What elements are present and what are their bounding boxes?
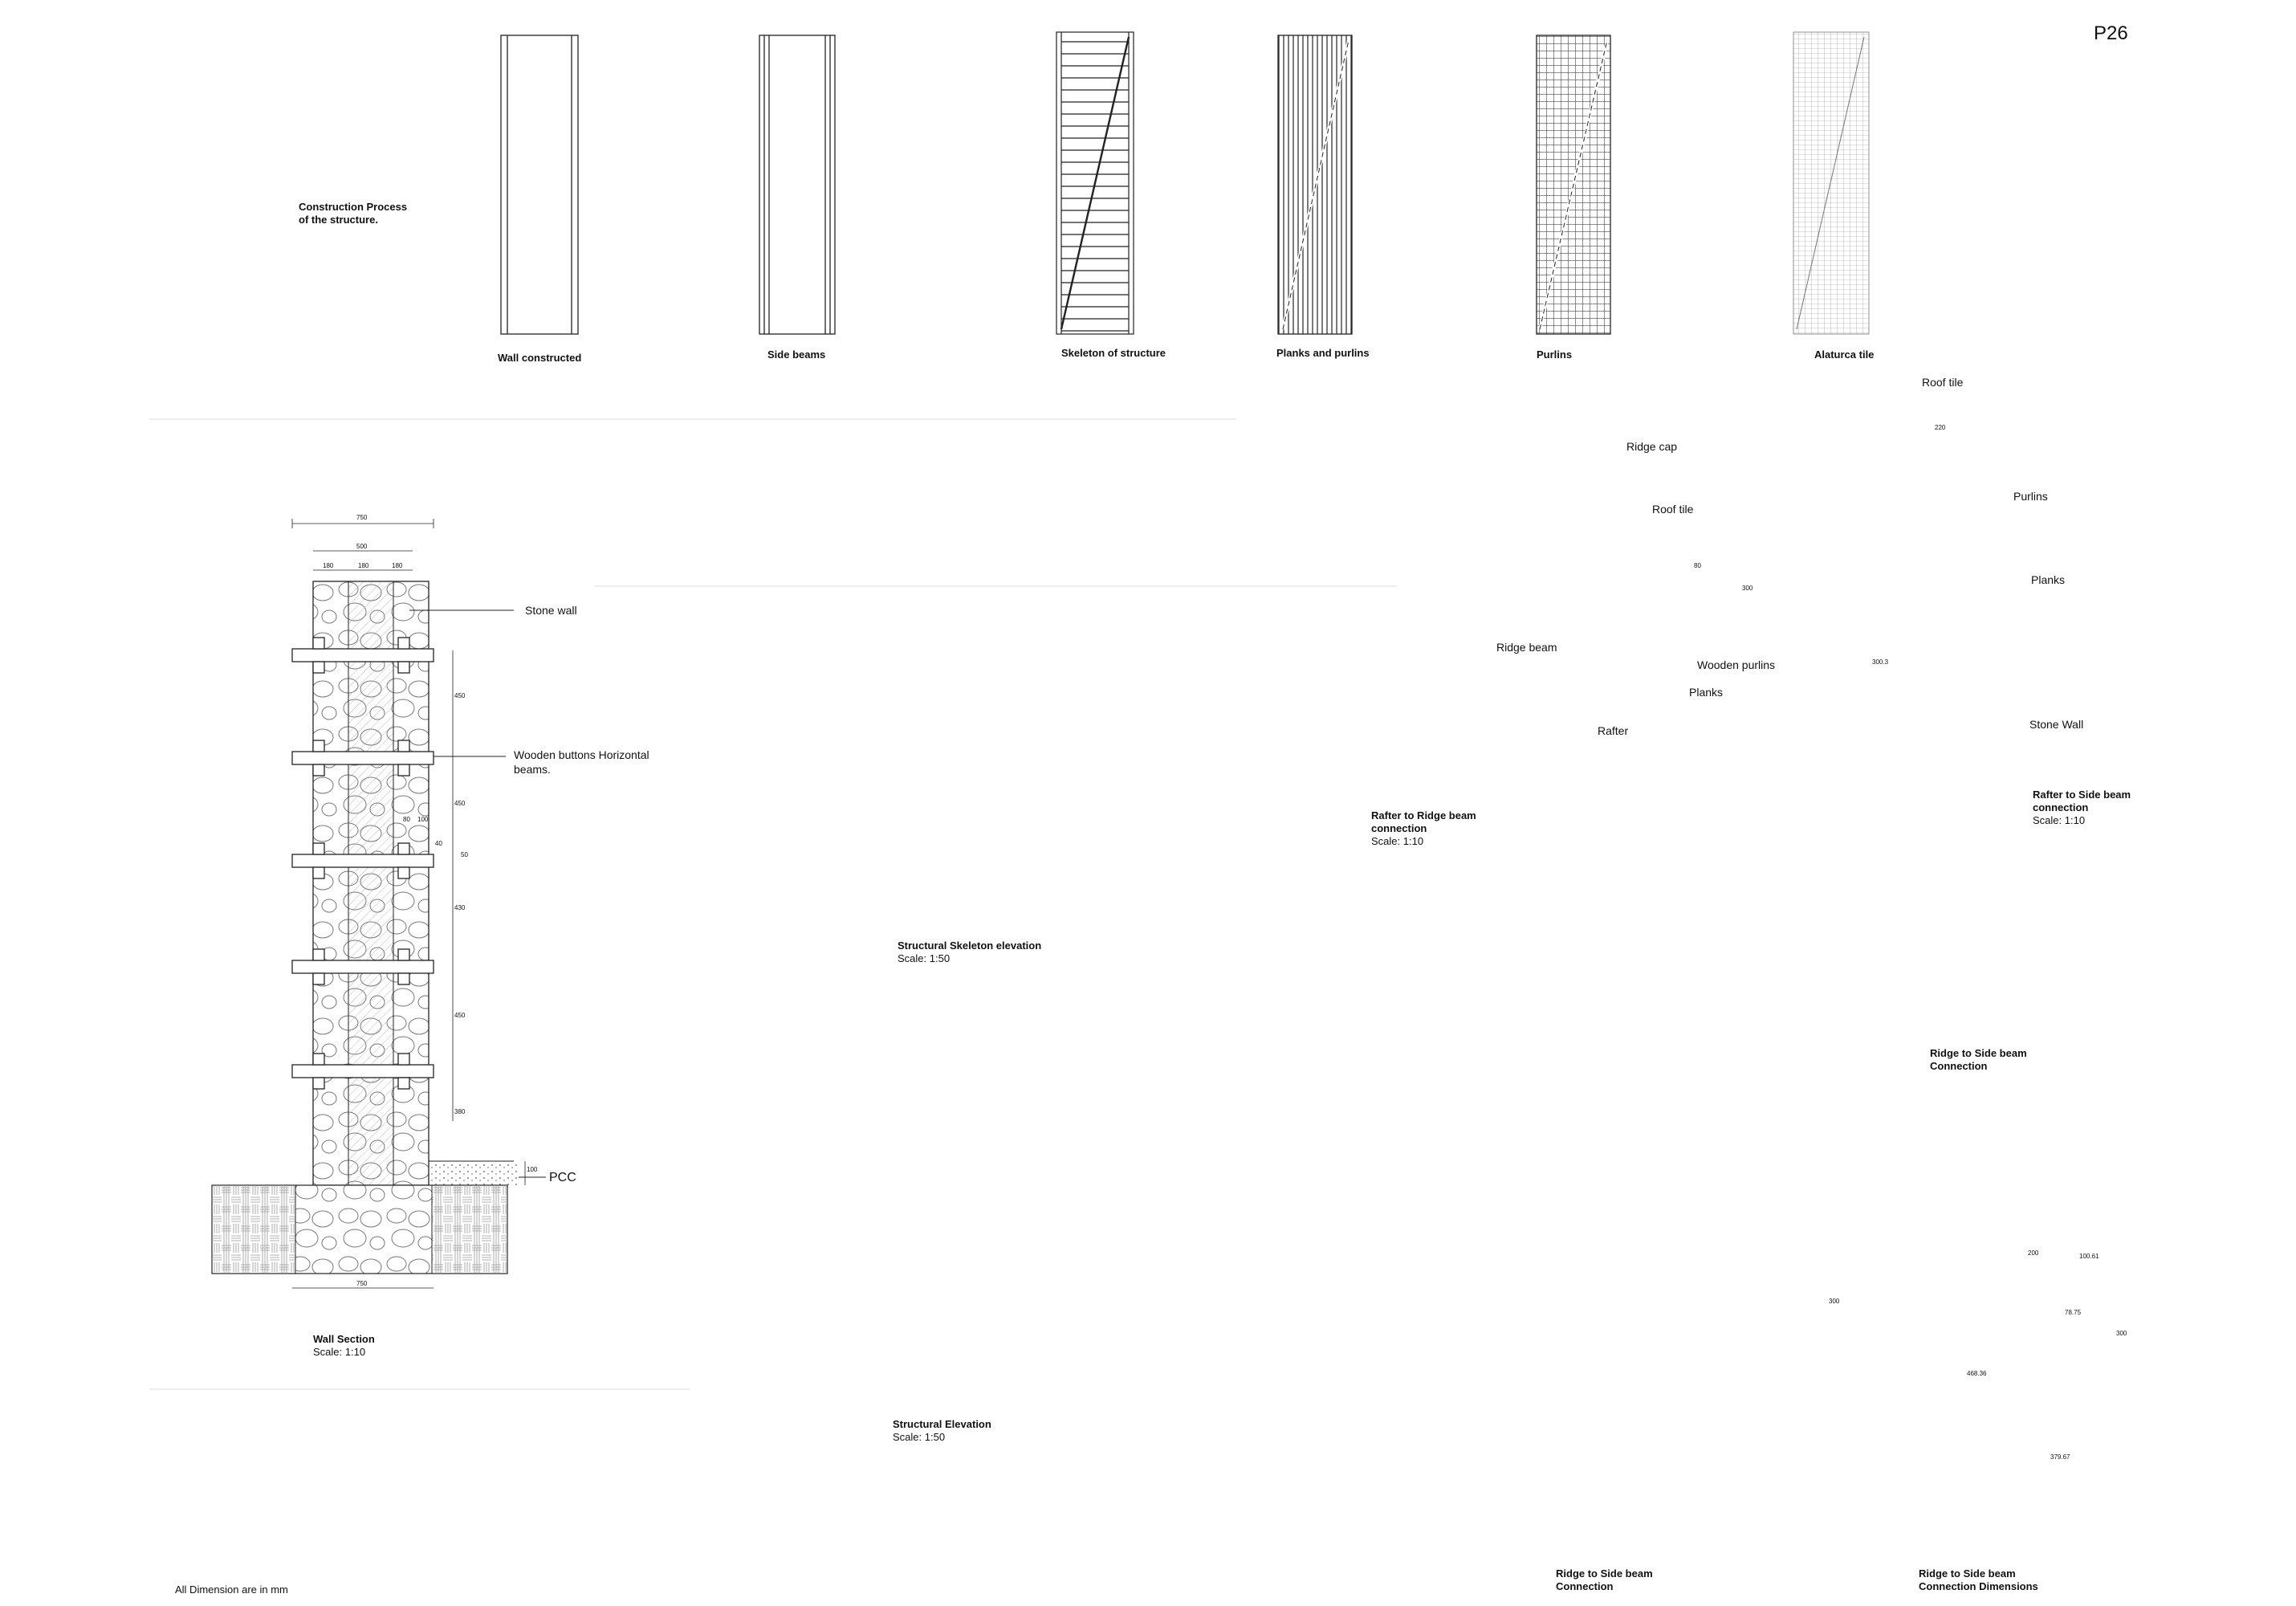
iso-dim-c: 100.61 — [2079, 1253, 2099, 1260]
wall-section-title: Wall Section Scale: 1:10 — [313, 1333, 375, 1359]
iso-main-title: Ridge to Side beam Connection — [1930, 1047, 2027, 1073]
iso-dim-e: 300 — [2116, 1330, 2127, 1337]
step-label-purlins: Purlins — [1537, 349, 1573, 361]
construction-process-title-line2: of the structure. — [299, 214, 378, 226]
ridge-connection-title: Rafter to Ridge beam connection Scale: 1… — [1371, 809, 1476, 848]
construction-process-title-line1: Construction Process — [299, 201, 408, 213]
wall-dim-bottom: 750 — [356, 1280, 368, 1287]
skeleton-elevation-title-text: Structural Skeleton elevation — [898, 940, 1042, 952]
wall-dim-v2: 450 — [454, 800, 466, 807]
iso-main-title-line1: Ridge to Side beam — [1930, 1047, 2027, 1059]
step-label-planks: Planks and purlins — [1276, 347, 1370, 359]
ridge-dim-2: 300 — [1742, 585, 1753, 592]
ridge-label-rafter: Rafter — [1598, 724, 1629, 737]
ridge-label-wooden-purlins: Wooden purlins — [1697, 658, 1776, 671]
side-beam-title-line2: connection — [2033, 801, 2089, 813]
side-dim-2: 300.3 — [1872, 658, 1889, 666]
separator-lines — [149, 418, 1397, 1390]
wall-dim-p2: 180 — [358, 562, 369, 569]
wall-dim-small4: 50 — [461, 851, 468, 858]
wall-label-beams-1: Wooden buttons Horizontal — [514, 748, 649, 761]
wall-dim-pcc: 100 — [527, 1166, 538, 1173]
iso-dim-d: 78.75 — [2065, 1309, 2082, 1316]
ridge-label-roof-tile: Roof tile — [1652, 503, 1694, 516]
side-beam-scale: Scale: 1:10 — [2033, 814, 2086, 826]
process-step-purlins — [1536, 35, 1611, 335]
wall-section-scale: Scale: 1:10 — [313, 1346, 366, 1358]
ridge-connection-title-line1: Rafter to Ridge beam — [1371, 809, 1476, 821]
side-label-roof-tile: Roof tile — [1922, 376, 1964, 389]
iso-dim-g: 379.67 — [2050, 1453, 2070, 1461]
structural-elevation-title-text: Structural Elevation — [893, 1418, 991, 1430]
side-label-stone-wall: Stone Wall — [2029, 718, 2084, 731]
page-number: P26 — [2094, 22, 2128, 44]
wall-section-title-text: Wall Section — [313, 1333, 375, 1345]
wall-dim-small3: 40 — [435, 840, 442, 847]
construction-process-title: Construction Process of the structure. — [299, 201, 407, 226]
skeleton-elevation-title: Structural Skeleton elevation Scale: 1:5… — [898, 940, 1041, 965]
wall-label-stone-wall: Stone wall — [525, 604, 577, 617]
iso-dim-a: 300 — [1829, 1298, 1840, 1305]
skeleton-elevation-scale: Scale: 1:50 — [898, 952, 951, 964]
ridge-connection-title-line2: connection — [1371, 822, 1427, 834]
ridge-dim-1: 80 — [1694, 562, 1701, 569]
side-beam-connection-title: Rafter to Side beam connection Scale: 1:… — [2033, 789, 2131, 827]
structural-elevation-title: Structural Elevation Scale: 1:50 — [893, 1418, 991, 1444]
side-beam-title-line1: Rafter to Side beam — [2033, 789, 2131, 801]
ridge-label-planks: Planks — [1689, 686, 1724, 699]
dimension-note: All Dimension are in mm — [175, 1584, 288, 1596]
wall-dim-inner: 500 — [356, 543, 368, 550]
wall-dim-overall: 750 — [356, 514, 368, 521]
step-label-wall: Wall constructed — [498, 352, 582, 364]
wall-dim-v5: 380 — [454, 1108, 466, 1115]
iso-dims-title-line2: Connection Dimensions — [1919, 1580, 2038, 1592]
ridge-connection-scale: Scale: 1:10 — [1371, 835, 1424, 847]
process-step-skeleton — [1056, 31, 1134, 335]
iso-dims-title: Ridge to Side beam Connection Dimensions — [1919, 1567, 2038, 1593]
side-label-purlins: Purlins — [2013, 490, 2048, 503]
wall-section-drawing — [211, 519, 546, 1289]
side-dim-1: 220 — [1935, 424, 1946, 431]
step-label-side-beams: Side beams — [767, 349, 826, 361]
iso-dim-b: 200 — [2028, 1249, 2039, 1257]
step-label-skeleton: Skeleton of structure — [1061, 347, 1166, 359]
iso-dim-f: 468.36 — [1967, 1370, 1987, 1377]
iso-detail-title: Ridge to Side beam Connection — [1556, 1567, 1653, 1593]
wall-dim-small1: 80 — [403, 816, 410, 823]
step-label-tile: Alaturca tile — [1814, 349, 1875, 361]
wall-dim-p3: 180 — [392, 562, 403, 569]
process-step-wall — [500, 35, 579, 335]
wall-dim-p1: 180 — [323, 562, 334, 569]
structural-elevation-scale: Scale: 1:50 — [893, 1431, 946, 1443]
iso-detail-title-line2: Connection — [1556, 1580, 1614, 1592]
wall-label-beams-2: beams. — [514, 763, 551, 776]
iso-dims-title-line1: Ridge to Side beam — [1919, 1567, 2016, 1580]
process-step-side-beams — [759, 35, 836, 335]
wall-dim-small2: 100 — [417, 816, 429, 823]
wall-dim-v4: 450 — [454, 1012, 466, 1019]
process-step-tile — [1793, 31, 1870, 335]
iso-main-title-line2: Connection — [1930, 1060, 1988, 1072]
wall-label-pcc: PCC — [549, 1171, 576, 1184]
ridge-label-ridge-cap: Ridge cap — [1626, 440, 1678, 453]
iso-detail-title-line1: Ridge to Side beam — [1556, 1567, 1653, 1580]
ridge-label-ridge-beam: Ridge beam — [1496, 641, 1557, 654]
side-label-planks: Planks — [2031, 573, 2066, 586]
wall-dim-v3: 430 — [454, 904, 466, 911]
process-step-planks — [1277, 35, 1353, 335]
wall-dim-v1: 450 — [454, 692, 466, 699]
